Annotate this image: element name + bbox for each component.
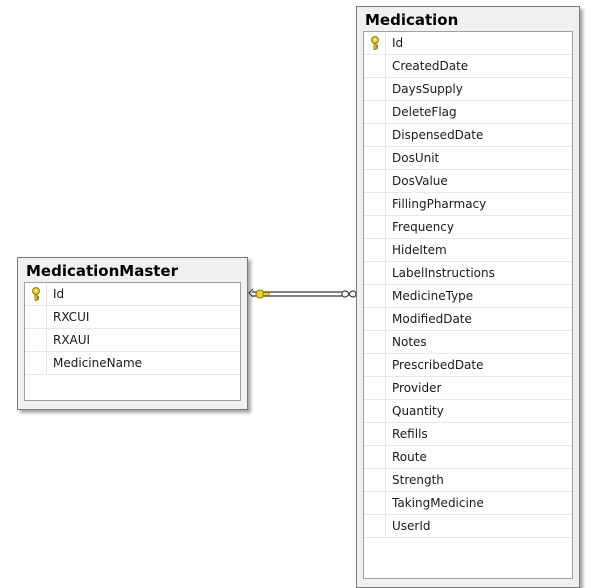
column-name: RXAUI [53, 333, 91, 347]
column-name: Provider [392, 381, 442, 395]
column-row[interactable]: Strength [364, 469, 572, 492]
column-name: ModifiedDate [392, 312, 472, 326]
row-selector[interactable] [25, 283, 47, 305]
medication-master-table-title[interactable]: MedicationMaster [26, 262, 179, 280]
row-selector[interactable] [364, 239, 386, 261]
column-name: PrescribedDate [392, 358, 484, 372]
row-selector[interactable] [364, 285, 386, 307]
column-row[interactable]: DosUnit [364, 147, 572, 170]
primary-key-icon [32, 287, 40, 301]
column-name: RXCUI [53, 310, 90, 324]
column-name: DaysSupply [392, 82, 463, 96]
row-selector[interactable] [364, 147, 386, 169]
column-name: HideItem [392, 243, 447, 257]
column-row[interactable]: Frequency [364, 216, 572, 239]
row-selector[interactable] [364, 423, 386, 445]
column-name: Id [392, 36, 404, 50]
column-row[interactable]: MedicineName [25, 352, 240, 375]
row-selector[interactable] [364, 331, 386, 353]
column-row[interactable]: CreatedDate [364, 55, 572, 78]
column-row[interactable]: DaysSupply [364, 78, 572, 101]
column-row[interactable]: DispensedDate [364, 124, 572, 147]
row-selector[interactable] [364, 446, 386, 468]
row-selector[interactable] [364, 515, 386, 537]
column-name: Notes [392, 335, 427, 349]
column-name: Id [53, 287, 65, 301]
relationship-infinity-end-icon [341, 290, 357, 298]
column-name: CreatedDate [392, 59, 469, 73]
column-name: DosValue [392, 174, 448, 188]
row-selector[interactable] [364, 469, 386, 491]
column-name: MedicineType [392, 289, 474, 303]
column-row[interactable]: Route [364, 446, 572, 469]
row-selector[interactable] [364, 32, 386, 54]
column-name: DeleteFlag [392, 105, 457, 119]
column-row[interactable]: Quantity [364, 400, 572, 423]
empty-new-column-row[interactable] [25, 375, 240, 398]
relationship-line[interactable] [252, 291, 342, 297]
column-name: Frequency [392, 220, 454, 234]
row-selector[interactable] [364, 193, 386, 215]
column-row[interactable]: MedicineType [364, 285, 572, 308]
row-selector[interactable] [364, 170, 386, 192]
column-row[interactable]: UserId [364, 515, 572, 538]
column-name: Route [392, 450, 427, 464]
empty-new-column-row[interactable] [364, 538, 572, 561]
column-row[interactable]: PrescribedDate [364, 354, 572, 377]
column-row[interactable]: Refills [364, 423, 572, 446]
column-row[interactable]: RXCUI [25, 306, 240, 329]
row-selector[interactable] [364, 354, 386, 376]
column-name: LabelInstructions [392, 266, 495, 280]
row-selector[interactable] [364, 78, 386, 100]
column-row[interactable]: Id [25, 283, 240, 306]
column-row[interactable]: HideItem [364, 239, 572, 262]
row-selector[interactable] [364, 308, 386, 330]
row-selector[interactable] [364, 262, 386, 284]
column-name: Refills [392, 427, 428, 441]
relationship-key-end-icon [248, 288, 270, 299]
column-row[interactable]: DeleteFlag [364, 101, 572, 124]
column-row[interactable]: LabelInstructions [364, 262, 572, 285]
primary-key-icon [371, 36, 379, 50]
column-row[interactable]: DosValue [364, 170, 572, 193]
medication-table-title[interactable]: Medication [365, 11, 459, 29]
row-selector[interactable] [25, 329, 47, 351]
column-name: DosUnit [392, 151, 440, 165]
row-selector[interactable] [364, 377, 386, 399]
column-row[interactable]: Notes [364, 331, 572, 354]
column-name: FillingPharmacy [392, 197, 487, 211]
row-selector[interactable] [364, 400, 386, 422]
column-name: Quantity [392, 404, 444, 418]
column-row[interactable]: TakingMedicine [364, 492, 572, 515]
row-selector[interactable] [364, 101, 386, 123]
row-selector[interactable] [364, 55, 386, 77]
row-selector[interactable] [364, 492, 386, 514]
column-name: DispensedDate [392, 128, 484, 142]
column-name: MedicineName [53, 356, 143, 370]
column-name: UserId [392, 519, 431, 533]
row-selector[interactable] [25, 352, 47, 374]
column-row[interactable]: Id [364, 32, 572, 55]
row-selector[interactable] [25, 306, 47, 328]
column-row[interactable]: RXAUI [25, 329, 240, 352]
column-row[interactable]: FillingPharmacy [364, 193, 572, 216]
column-name: Strength [392, 473, 444, 487]
column-row[interactable]: Provider [364, 377, 572, 400]
row-selector[interactable] [364, 124, 386, 146]
column-name: TakingMedicine [392, 496, 484, 510]
row-selector[interactable] [364, 216, 386, 238]
column-row[interactable]: ModifiedDate [364, 308, 572, 331]
